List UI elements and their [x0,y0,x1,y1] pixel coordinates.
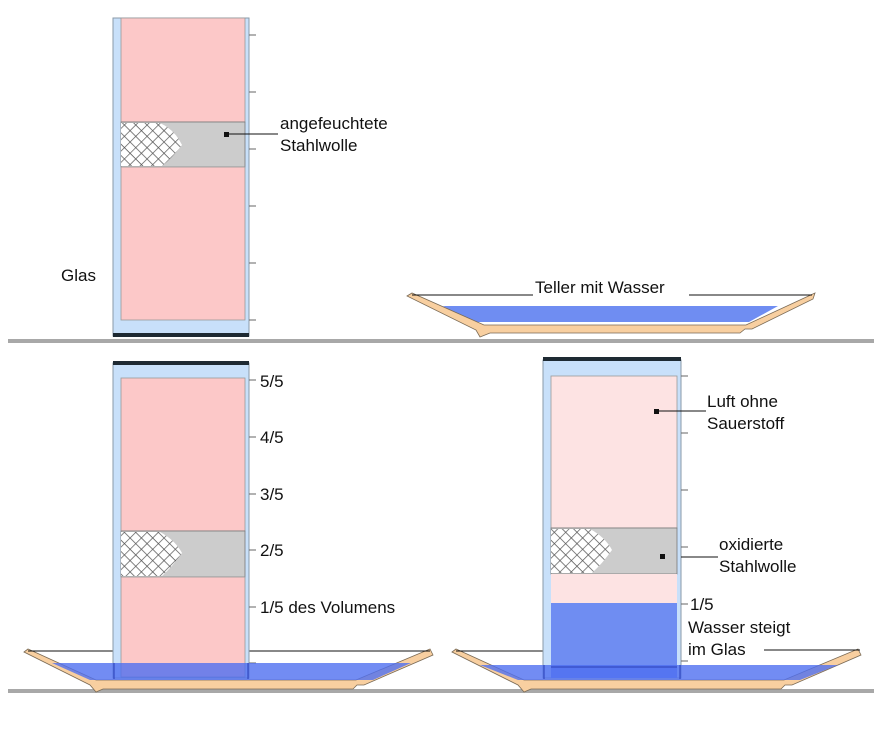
scale-label-2-5: 2/5 [260,541,284,560]
glass-base [113,361,249,365]
steel-wool-mesh [551,529,612,573]
water-label-1: Wasser steigt [688,618,791,637]
ground-line-bottom [8,689,874,693]
scale-ticks [681,375,688,662]
plate-body [406,292,816,338]
plate-label: Teller mit Wasser [535,278,665,297]
ground-line-top [8,339,874,343]
scale-label-1-5: 1/5 des Volumens [260,598,395,617]
setup-plate [406,292,816,338]
steel-wool-pointer-dot [660,554,665,559]
steel-wool-mesh [121,532,182,576]
steel-wool-label-2: Stahlwolle [280,136,358,155]
plate-water [443,306,778,322]
air-label-2: Sauerstoff [707,414,784,433]
air-lower [120,576,246,678]
oxidized-label-2: Stahlwolle [719,557,797,576]
air-upper [120,17,246,123]
scale-label-5-5: 5/5 [260,372,284,391]
start-glass [112,361,256,679]
glass-rim [113,333,249,337]
start-glass-in-water-edges [113,663,249,679]
result-plate-water [480,665,838,680]
steel-wool-mesh [121,123,182,166]
air-lower [551,574,677,603]
air-label-1: Luft ohne [707,392,778,411]
air-lower [120,166,246,321]
result-glass-in-water-edges [543,665,681,679]
oxidized-label-1: oxidierte [719,535,783,554]
water-fraction-label: 1/5 [690,595,714,614]
air-without-oxygen [550,375,678,529]
scale-ticks [249,379,256,664]
start-plate-water [52,663,411,680]
result-glass [542,357,860,679]
steel-wool-label-1: angefeuchtete [280,114,388,133]
pointer-dot [224,132,229,137]
scale-ticks [249,34,256,321]
setup-glass [112,17,278,337]
glass-base [543,357,681,361]
scale-label-3-5: 3/5 [260,485,284,504]
air-pointer-dot [654,409,659,414]
scale-label-4-5: 4/5 [260,428,284,447]
air-upper [120,377,246,532]
glass-label: Glas [61,266,96,285]
water-label-2: im Glas [688,640,746,659]
